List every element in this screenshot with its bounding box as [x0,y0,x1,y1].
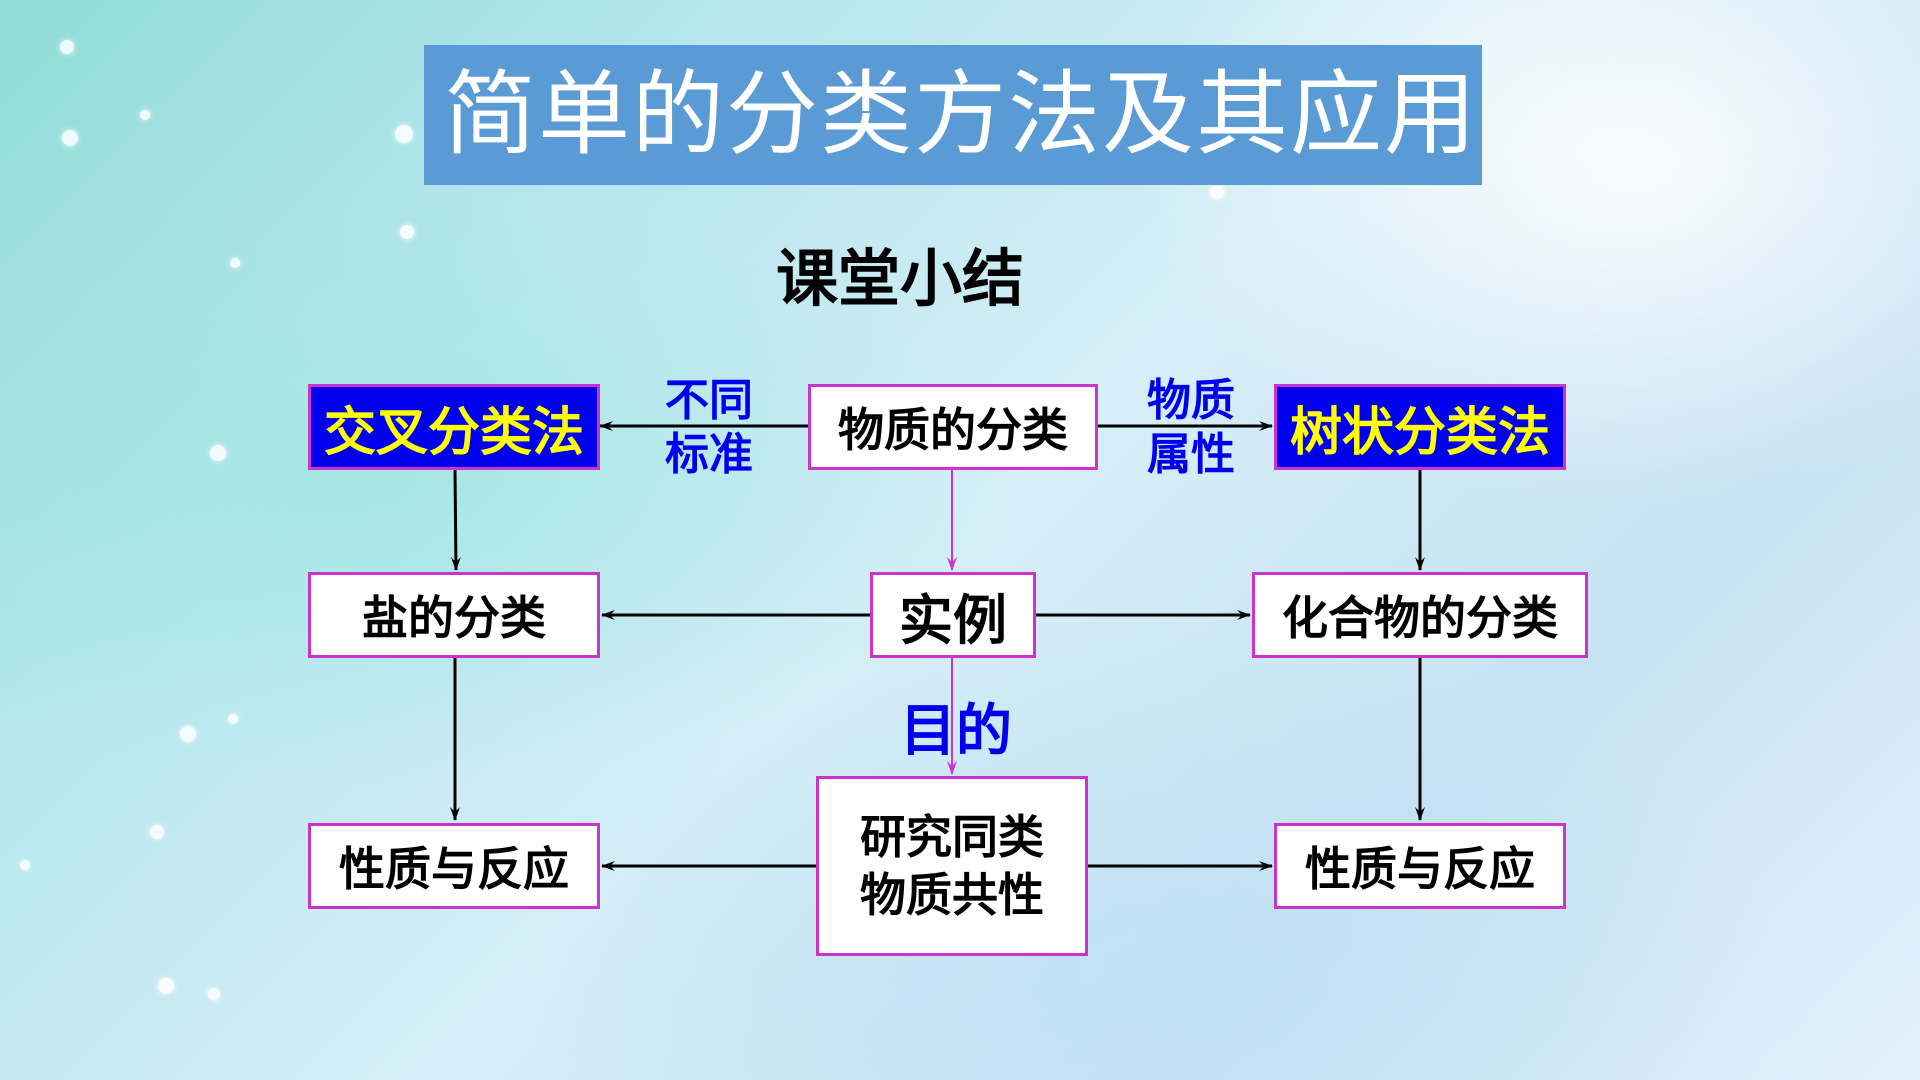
label-right-line2: 属性 [1147,429,1235,480]
label-substance-properties: 物质 属性 [1136,374,1246,482]
decor-dot [60,40,74,54]
decor-dot [150,825,164,839]
research-line1: 研究同类 [860,810,1044,864]
salt-classification-box: 盐的分类 [308,572,600,658]
decor-dot [208,988,220,1000]
properties-right-box: 性质与反应 [1274,823,1566,909]
label-left-line2: 标准 [665,429,753,480]
decor-dot [1210,185,1224,199]
decor-dot [140,110,150,120]
research-box: 研究同类 物质共性 [816,776,1088,956]
example-box: 实例 [870,572,1036,658]
decor-dot [210,445,226,461]
decor-dot [158,978,174,994]
decor-dot [180,726,196,742]
classification-box: 物质的分类 [808,384,1098,470]
properties-left-box: 性质与反应 [308,823,600,909]
compound-classification-box: 化合物的分类 [1252,572,1588,658]
tree-classification-box: 树状分类法 [1274,384,1566,470]
label-different-standards: 不同 标准 [654,374,764,482]
research-line2: 物质共性 [860,868,1044,922]
arrow-cross-to-salt [450,469,461,571]
decor-dot [395,125,413,143]
slide-subtitle: 课堂小结 [775,242,1024,315]
label-right-line1: 物质 [1147,375,1235,426]
decor-dot [62,130,78,146]
decor-dot [228,714,238,724]
label-left-line1: 不同 [665,375,753,426]
label-goal: 目的 [900,699,1012,764]
decor-dot [230,258,240,268]
decor-dot [20,860,30,870]
slide-title: 简单的分类方法及其应用 [424,45,1482,185]
decor-dot [400,225,414,239]
cross-classification-box: 交叉分类法 [308,384,600,470]
